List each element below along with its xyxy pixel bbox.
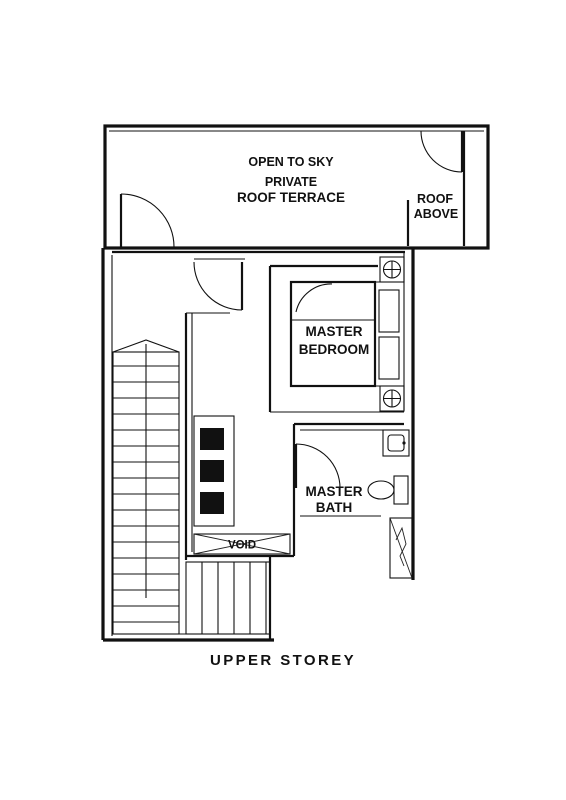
shower: [389, 517, 413, 579]
terrace-door-left: [119, 193, 175, 249]
master-bedroom-label-line1: MASTER: [306, 324, 363, 339]
wardrobe: [193, 415, 235, 527]
master-bed: [289, 280, 404, 388]
master-bath-label-line1: MASTER: [306, 484, 363, 499]
private-label: PRIVATE: [265, 175, 317, 189]
roof-label: ROOF: [417, 192, 453, 206]
bedroom-door: [295, 283, 333, 313]
open-to-sky-label: OPEN TO SKY: [248, 155, 334, 169]
terrace-door-right: [420, 130, 464, 173]
staircase-upper: [112, 339, 180, 635]
master-bath-label-line2: BATH: [316, 500, 353, 515]
corridor-door: [193, 261, 244, 311]
upper-storey-walls: [101, 248, 415, 642]
bedside-table-bottom: [379, 385, 405, 412]
roof-terrace-label: ROOF TERRACE: [237, 190, 345, 205]
toilet: [367, 475, 409, 505]
staircase-lower: [185, 561, 271, 635]
plan-caption: UPPER STOREY: [209, 652, 357, 669]
bedside-table-top: [379, 256, 405, 283]
void-area: VOID: [193, 533, 291, 555]
void-label: VOID: [228, 540, 256, 552]
master-bedroom-label-line2: BEDROOM: [299, 342, 370, 357]
above-label: ABOVE: [414, 207, 458, 221]
wash-basin: [382, 429, 410, 457]
bath-door: [294, 443, 341, 489]
